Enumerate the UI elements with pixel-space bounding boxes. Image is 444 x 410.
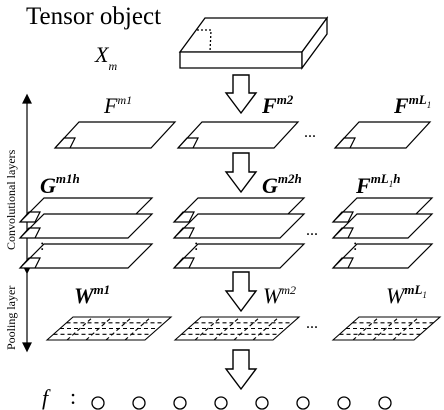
ellipsis-row2: ... [306, 222, 318, 239]
input-label: Xm [94, 42, 117, 73]
gabor-map-label-1: Gm1h [40, 171, 80, 198]
gabor-stack-1 [18, 197, 154, 269]
side-axis [22, 93, 32, 353]
pool-grids [45, 316, 442, 341]
feature-map-label-3: FmL1 [393, 92, 431, 118]
output-nodes [91, 396, 392, 410]
gabor-map-stacks [18, 197, 434, 269]
down-arrow-3 [224, 271, 258, 313]
feature-map-row [53, 121, 432, 149]
feature-map-label-1: Fm1 [103, 93, 132, 118]
down-arrow-1 [224, 74, 258, 115]
pool-map-label-1: Wm1 [74, 282, 110, 308]
block-arrows [224, 74, 258, 391]
output-node [214, 396, 228, 410]
vertical-ellipsis-3: : [353, 237, 357, 254]
feature-map-label-2: Fm2 [261, 92, 294, 118]
output-node [173, 396, 187, 410]
pool-map-label-2: Wm2 [263, 283, 296, 308]
output-separator: : [70, 384, 76, 409]
ellipsis-row3: ... [306, 315, 318, 332]
pool-grid-1 [45, 316, 173, 341]
pool-grid-2 [173, 316, 301, 341]
output-label: f [42, 385, 51, 410]
down-arrow-2 [224, 152, 258, 194]
down-arrow-4 [224, 349, 258, 391]
feature-map-2 [176, 121, 300, 149]
gabor-map-label-3: FmL1h [355, 171, 400, 198]
feature-map-3 [333, 121, 432, 149]
pool-grid-3 [331, 316, 442, 341]
output-node [132, 396, 146, 410]
vertical-ellipsis-2: : [194, 237, 198, 254]
pooling-layer-label: Pooling layer [4, 286, 18, 350]
gabor-stack-3 [331, 197, 434, 269]
output-node [255, 396, 269, 410]
output-node [296, 396, 310, 410]
conv-layers-label: Convolutional layers [4, 149, 18, 250]
output-node [91, 396, 105, 410]
ellipsis-row1: ... [304, 124, 316, 141]
gabor-map-label-2: Gm2h [262, 171, 302, 198]
tensor-block [178, 16, 329, 70]
vertical-ellipsis-1: : [40, 237, 44, 254]
feature-map-1 [53, 121, 177, 149]
pool-map-label-3: WmL1 [386, 282, 427, 308]
title: Tensor object [26, 3, 161, 30]
output-node [378, 396, 392, 410]
gabor-stack-2 [172, 197, 306, 269]
output-node [337, 396, 351, 410]
